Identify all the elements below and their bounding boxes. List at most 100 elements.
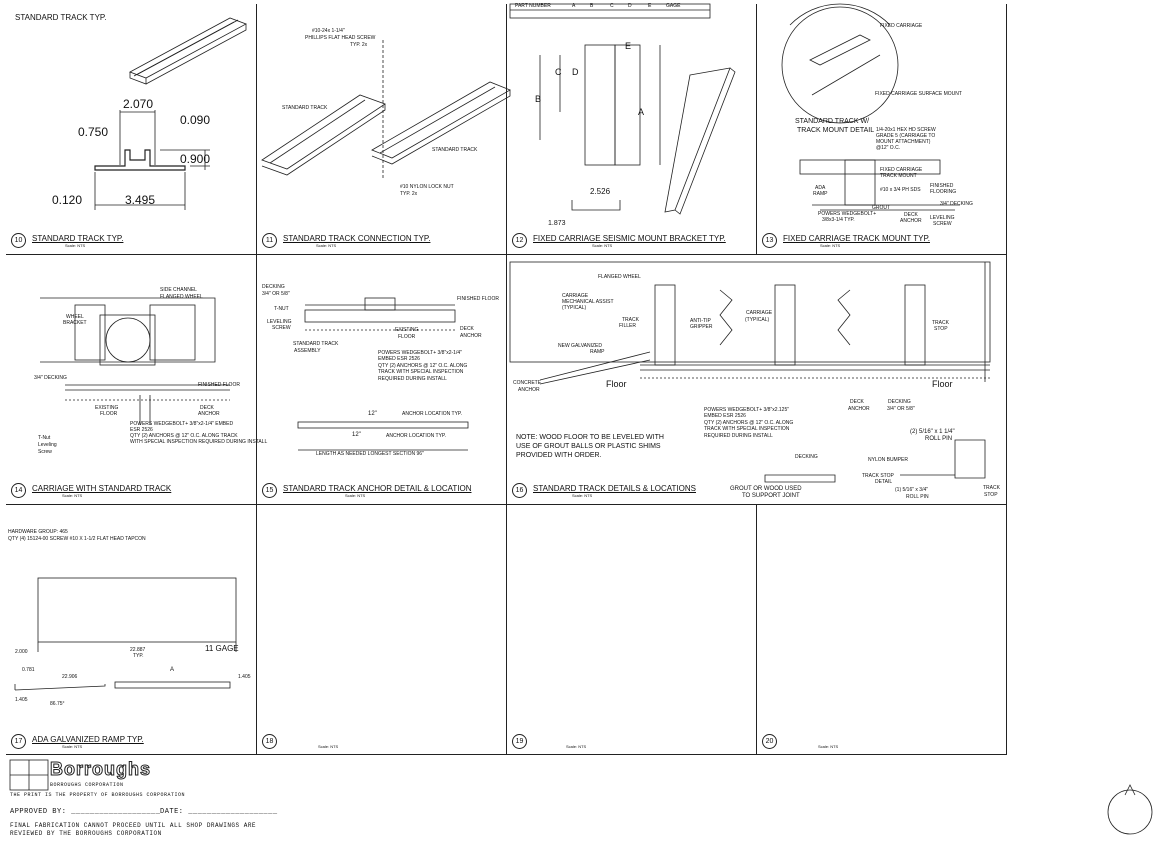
note: ANCHOR — [848, 406, 870, 412]
detail-number: 19 — [512, 734, 527, 749]
dim-0900: 0.900 — [180, 152, 211, 166]
note: FLANGED WHEEL — [598, 274, 641, 280]
dim: 86.75° — [50, 701, 65, 707]
panel-19 — [507, 505, 757, 755]
note: 1/4-20x1 HEX HD SCREW — [876, 127, 936, 133]
note: LEVELING — [267, 319, 292, 325]
note: ANCHOR LOCATION TYP. — [386, 433, 447, 439]
dim: 1.405 — [15, 697, 28, 703]
note: QTY (2) ANCHORS @ 12" O.C. ALONG TRACK — [130, 433, 238, 439]
note: FILLER — [619, 323, 636, 329]
stamp-seal — [1107, 789, 1153, 835]
panel-11 — [257, 4, 507, 255]
note: REQUIRED DURING INSTALL — [704, 433, 773, 439]
approval-date: DATE: ___________________ — [160, 808, 278, 816]
track-mount-drawing — [781, 3, 960, 211]
note: WITH SPECIAL INSPECTION REQUIRED DURING … — [130, 439, 268, 445]
note: ANCHOR — [198, 411, 220, 417]
dim-2526: 2.526 — [590, 187, 611, 196]
note: QTY (2) ANCHORS @ 12" O.C. ALONG — [378, 363, 468, 369]
panel-13 — [757, 4, 1007, 255]
scale-label: Scale: NTS — [592, 243, 613, 248]
property-line: THE PRINT IS THE PROPERTY OF BORROUGHS C… — [10, 792, 186, 798]
floor-note: PROVIDED WITH ORDER. — [516, 452, 602, 459]
note: POWERS WEDGEBOLT+ — [818, 211, 877, 217]
note: 3/4" OR 5/8" — [887, 406, 915, 412]
panel-20 — [757, 505, 1007, 755]
connection-drawing — [261, 40, 511, 180]
dim-b: B — [535, 94, 542, 104]
scale-label: Scale: NTS — [62, 744, 83, 749]
note: FINISHED — [930, 183, 954, 189]
note: TRACK — [983, 485, 1000, 491]
note: ADA — [815, 185, 826, 191]
detail-number: 18 — [262, 734, 277, 749]
dim: 0.781 — [22, 667, 35, 673]
detail-number: 20 — [762, 734, 777, 749]
scale-label: Scale: NTS — [566, 744, 587, 749]
table-header: PART NUMBER — [515, 3, 551, 9]
detail-title: FIXED CARRIAGE TRACK MOUNT TYP. — [783, 234, 930, 243]
note: @12" O.C. — [876, 145, 901, 151]
approved-by: APPROVED BY: ___________________ — [10, 808, 161, 816]
note: FLOOR — [398, 334, 416, 340]
note: ROLL PIN — [906, 494, 929, 500]
table-header: D — [628, 3, 632, 9]
note: GROUT OR WOOD USED — [730, 486, 802, 492]
detail-title: STANDARD TRACK TYP. — [32, 234, 124, 243]
note: FIXED CARRIAGE — [880, 23, 923, 29]
detail-number: 11 — [262, 233, 277, 248]
note: TYP. 2x — [400, 191, 418, 197]
note: STANDARD TRACK W/ — [795, 118, 870, 125]
note: 3/4" DECKING — [34, 375, 67, 381]
note: TRACK — [622, 317, 639, 323]
detail-number: 17 — [11, 734, 26, 749]
note: FINISHED FLOOR — [198, 382, 240, 388]
floor-label: Floor — [932, 379, 953, 389]
panel-12 — [507, 4, 757, 255]
note: EXISTING — [395, 327, 419, 333]
note: EMBED ESR 2526 — [378, 356, 420, 362]
note: ANCHOR — [518, 387, 540, 393]
panel-10 — [6, 4, 257, 255]
note: TRACK MOUNT DETAIL — [797, 127, 875, 134]
hardware-group: HARDWARE GROUP: 465 — [8, 529, 68, 535]
note: TRACK — [932, 320, 949, 326]
note: TRACK STOP — [862, 473, 894, 479]
note: TYP. 2x — [350, 42, 368, 48]
carriage-drawing — [40, 297, 230, 425]
note: ANTI-TIP — [690, 318, 711, 324]
note: STOP — [934, 326, 948, 332]
panel-14 — [6, 255, 257, 505]
note: (2) 5/16" x 1 1/4" — [910, 429, 955, 435]
ramp-drawing — [14, 577, 237, 691]
note: EXISTING — [95, 405, 119, 411]
note: ANCHOR LOCATION TYP. — [402, 411, 463, 417]
scale-label: Scale: NTS — [318, 744, 339, 749]
scale-label: Scale: NTS — [316, 243, 337, 248]
note: 3/4" OR 5/8" — [262, 291, 290, 297]
note: CARRIAGE — [562, 293, 589, 299]
scale-label: Scale: NTS — [345, 493, 366, 498]
note: BRACKET — [63, 320, 87, 326]
dim-d: D — [572, 67, 579, 77]
dim-3495: 3.495 — [125, 193, 156, 207]
scale-label: Scale: NTS — [62, 493, 83, 498]
detail-number: 10 — [11, 233, 26, 248]
detail-title: STANDARD TRACK CONNECTION TYP. — [283, 234, 431, 243]
bracket-drawing — [509, 3, 736, 215]
dim: A — [170, 667, 175, 673]
panel-18 — [257, 505, 507, 755]
dim-0120: 0.120 — [52, 193, 83, 207]
note: #10 NYLON LOCK NUT — [400, 184, 454, 190]
scale-label: Scale: NTS — [572, 493, 593, 498]
note: POWERS WEDGEBOLT+ 3/8"x2-1/4" — [378, 350, 462, 356]
note: DECKING — [795, 454, 818, 460]
note: TO SUPPORT JOINT — [742, 493, 800, 499]
panel-16 — [507, 255, 1007, 505]
scale-label: Scale: NTS — [820, 243, 841, 248]
note: 3/8x3-1/4 TYP. — [822, 217, 855, 223]
note: STANDARD TRACK — [282, 105, 328, 111]
table-header: A — [572, 3, 576, 9]
